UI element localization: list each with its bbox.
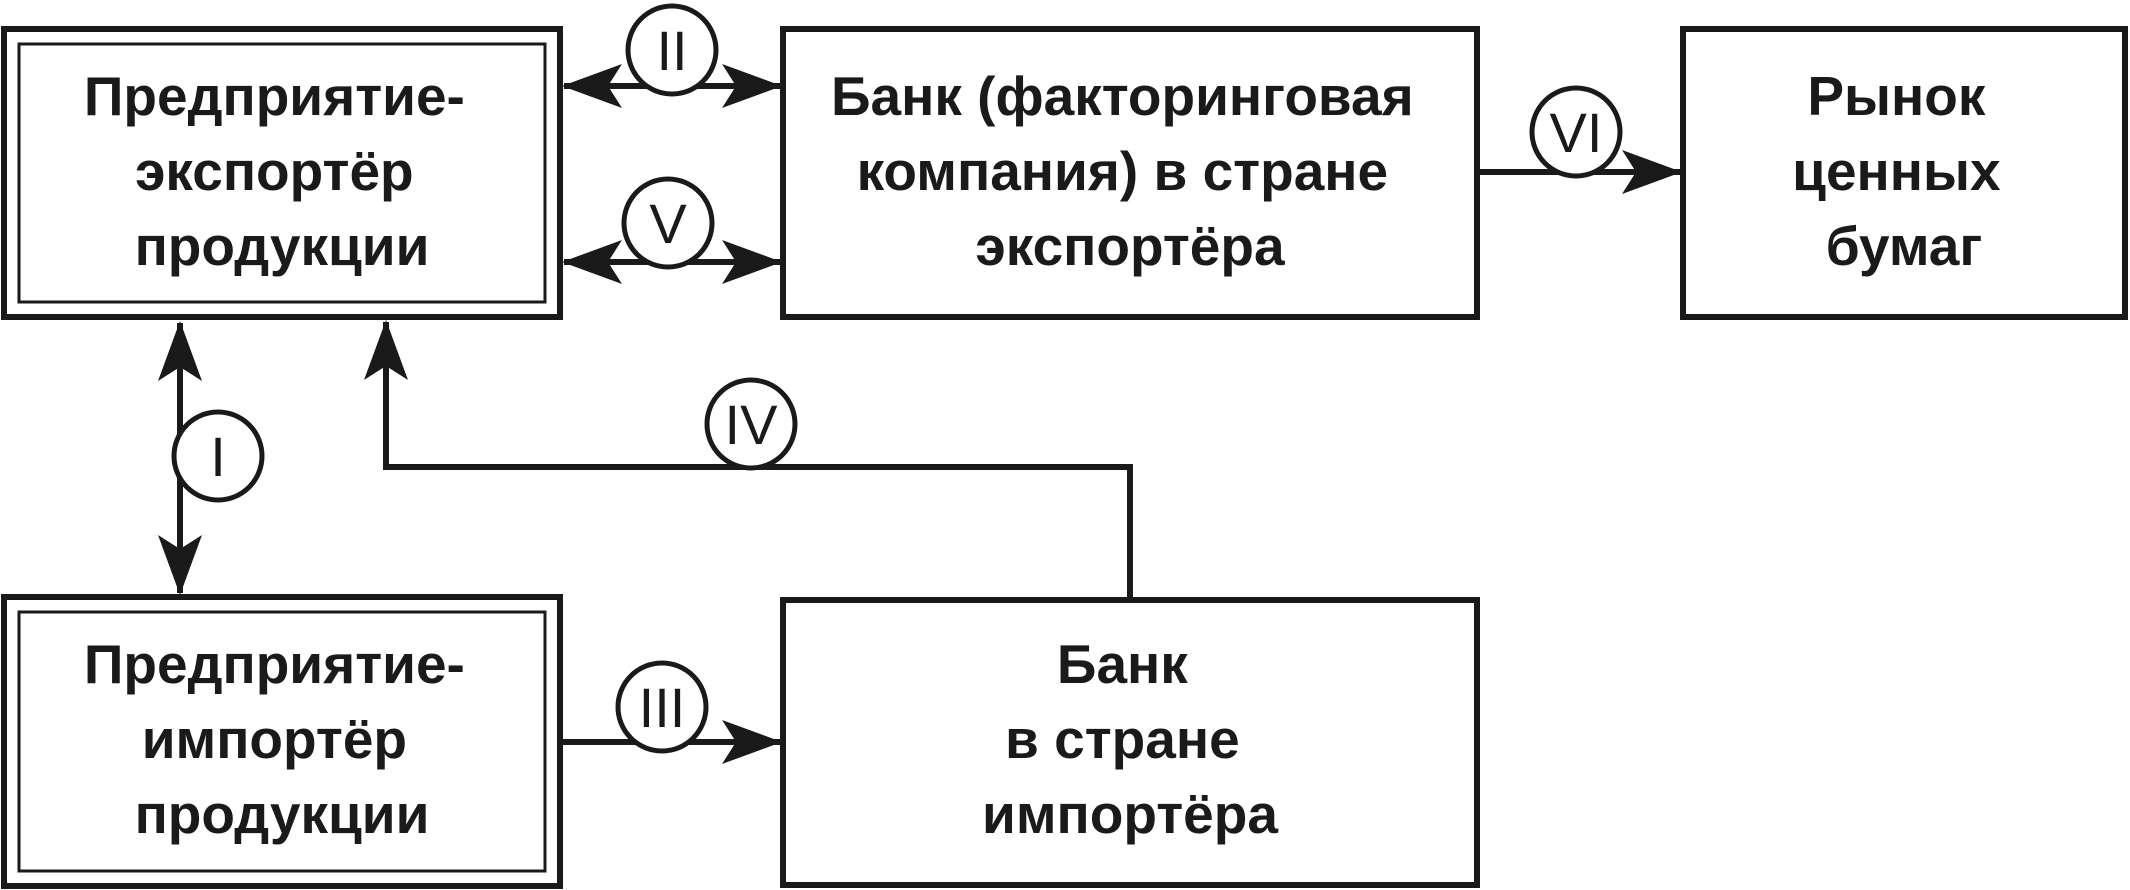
flow-label-vi-text: VI [1550,101,1603,164]
bank-importer-line-2: в стране [1005,708,1240,770]
bank-exporter-line-1: Банк (факторинговая [831,65,1414,127]
flow-label-i-text: I [210,425,226,488]
flow-label-iii: III [615,660,709,754]
svg-text:Предприятие- импортёр: Предприятие- импортёр продукции [84,633,480,845]
flow-label-iv-text: IV [725,393,779,456]
importer-line-2: импортёр [142,708,407,770]
securities-market-box: Рынок ценных бумаг [1680,26,2128,320]
svg-text:Банк в стране импо: Банк в стране импортёра [982,633,1278,845]
exporter-box: Предприятие- экспортёр продукции [1,26,563,320]
bank-importer-line-3: импортёра [982,783,1278,845]
exporter-line-3: продукции [135,215,430,277]
importer-line-1: Предприятие- [84,633,465,695]
bank-exporter-line-3: экспортёра [975,215,1285,277]
bank-importer-box: Банк в стране импортёра [780,597,1480,888]
flow-label-ii-text: II [656,19,687,82]
flow-label-v: V [621,176,715,270]
exporter-line-2: экспортёр [135,140,414,202]
flow-label-iv: IV [704,377,798,471]
securities-market-line-2: ценных [1792,140,2001,202]
securities-market-line-1: Рынок [1807,65,1985,127]
exporter-line-1: Предприятие- [84,65,465,127]
flow-label-vi: VI [1529,85,1623,179]
bank-exporter-box: Банк (факторинговая компания) в стране э… [780,26,1480,320]
securities-market-line-3: бумаг [1826,215,1983,277]
svg-text:Банк (факторинговая комп: Банк (факторинговая компания) в стране э… [831,65,1429,277]
flow-label-ii: II [625,3,719,97]
flow-label-i: I [171,409,265,503]
svg-text:Рынок ценных бумаг: Рынок ценных бумаг [1792,65,2016,277]
bank-exporter-line-2: компания) в стране [857,140,1389,202]
flow-label-v-text: V [649,192,687,255]
svg-text:Предприятие- экспортёр: Предприятие- экспортёр продукции [84,65,480,277]
importer-line-3: продукции [135,783,430,845]
flow-label-iii-text: III [639,676,686,739]
importer-box: Предприятие- импортёр продукции [1,594,563,889]
bank-importer-line-1: Банк [1057,633,1188,695]
